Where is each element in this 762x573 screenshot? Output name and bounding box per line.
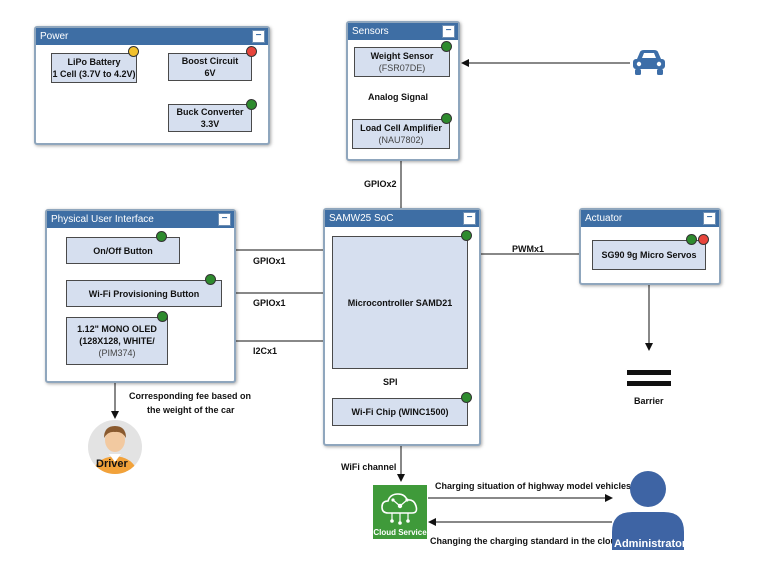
collapse-pui-button[interactable]: − (218, 213, 231, 226)
servo-status-dot-red (698, 234, 709, 245)
barrier-icon (627, 370, 671, 386)
collapse-power-button[interactable]: − (252, 30, 265, 43)
onoff-status-dot (156, 231, 167, 242)
fee-text-line2: the weight of the car (147, 405, 235, 415)
wifi-chip-label: Wi-Fi Chip (WINC1500) (351, 407, 449, 417)
analog-signal-label: Analog Signal (368, 92, 429, 102)
servo-label: SG90 9g Micro Servos (601, 250, 697, 260)
oled-label-line3: (PIM374) (98, 348, 136, 358)
gpiox1-wifiprov-label: GPIOx1 (253, 298, 286, 308)
wifiprov-status-dot (205, 274, 216, 285)
power-panel-title: Power (36, 28, 268, 45)
mcu-status-dot (461, 230, 472, 241)
lipo-battery-spec: 1 Cell (3.7V to 4.2V) (52, 69, 136, 79)
sensors-panel-title: Sensors (348, 23, 458, 40)
wifi-provisioning-label: Wi-Fi Provisioning Button (88, 288, 200, 299)
driver-avatar-icon (88, 420, 142, 474)
oled-display-node[interactable]: 1.12" MONO OLED (128X128, WHITE/ (PIM374… (66, 317, 168, 365)
gpiox2-label: GPIOx2 (364, 179, 397, 189)
wifichip-status-dot (461, 392, 472, 403)
actuator-panel-title: Actuator (581, 210, 719, 227)
weight-sensor-label: Weight Sensor (370, 51, 434, 61)
i2c-label: I2Cx1 (253, 346, 278, 356)
gpiox1-onoff-label: GPIOx1 (253, 256, 286, 266)
buck-converter-spec: 3.3V (200, 119, 220, 129)
barrier-label: Barrier (634, 396, 664, 406)
buck-converter-node[interactable]: Buck Converter 3.3V (168, 104, 252, 132)
boost-circuit-spec: 6V (204, 68, 216, 78)
spi-label: SPI (383, 377, 398, 387)
collapse-actuator-button[interactable]: − (703, 212, 716, 225)
load-cell-model: (NAU7802) (378, 135, 424, 145)
lipo-battery-node[interactable]: LiPo Battery 1 Cell (3.7V to 4.2V) (51, 53, 137, 83)
soc-panel-title: SAMW25 SoC (325, 210, 479, 227)
boost-status-dot (246, 46, 257, 57)
servo-status-dot-green (686, 234, 697, 245)
buck-status-dot (246, 99, 257, 110)
oled-status-dot (157, 311, 168, 322)
boost-circuit-label: Boost Circuit (181, 56, 239, 66)
driver-label: Driver (96, 458, 128, 470)
fee-text-line1: Corresponding fee based on (129, 391, 252, 401)
servo-node[interactable]: SG90 9g Micro Servos (592, 240, 706, 270)
person-icon (612, 471, 684, 550)
weight-sensor-node[interactable]: Weight Sensor (FSR07DE) (354, 47, 450, 77)
pwm-label: PWMx1 (512, 244, 545, 254)
wifi-channel-label: WiFi channel (341, 462, 397, 472)
car-icon (633, 50, 665, 75)
lipo-status-dot (128, 46, 139, 57)
charging-situation-label: Charging situation of highway model vehi… (435, 481, 632, 491)
boost-circuit-node[interactable]: Boost Circuit 6V (168, 53, 252, 81)
cloud-network-icon (381, 493, 418, 525)
cloud-service-node[interactable]: Cloud Service (373, 485, 427, 539)
oled-label-line2: (128X128, WHITE/ (79, 336, 155, 346)
pui-panel-title: Physical User Interface (47, 211, 234, 228)
collapse-sensors-button[interactable]: − (442, 25, 455, 38)
loadcell-status-dot (441, 113, 452, 124)
oled-label-line1: 1.12" MONO OLED (77, 324, 157, 334)
weight-sensor-model: (FSR07DE) (378, 63, 426, 73)
wifi-chip-node[interactable]: Wi-Fi Chip (WINC1500) (332, 398, 468, 426)
buck-converter-label: Buck Converter (176, 107, 244, 117)
administrator-label: Administrator (614, 538, 687, 550)
cloud-service-label: Cloud Service (373, 528, 427, 537)
wifi-provisioning-button-node[interactable]: Wi-Fi Provisioning Button (66, 280, 222, 307)
lipo-battery-label: LiPo Battery (67, 57, 121, 67)
weight-status-dot (441, 41, 452, 52)
load-cell-amplifier-node[interactable]: Load Cell Amplifier (NAU7802) (352, 119, 450, 149)
onoff-button-label: On/Off Button (93, 245, 153, 256)
collapse-soc-button[interactable]: − (463, 212, 476, 225)
microcontroller-label: Microcontroller SAMD21 (347, 297, 453, 308)
charging-standard-label: Changing the charging standard in the cl… (430, 536, 622, 546)
microcontroller-node[interactable]: Microcontroller SAMD21 (332, 236, 468, 369)
load-cell-label: Load Cell Amplifier (360, 123, 442, 133)
